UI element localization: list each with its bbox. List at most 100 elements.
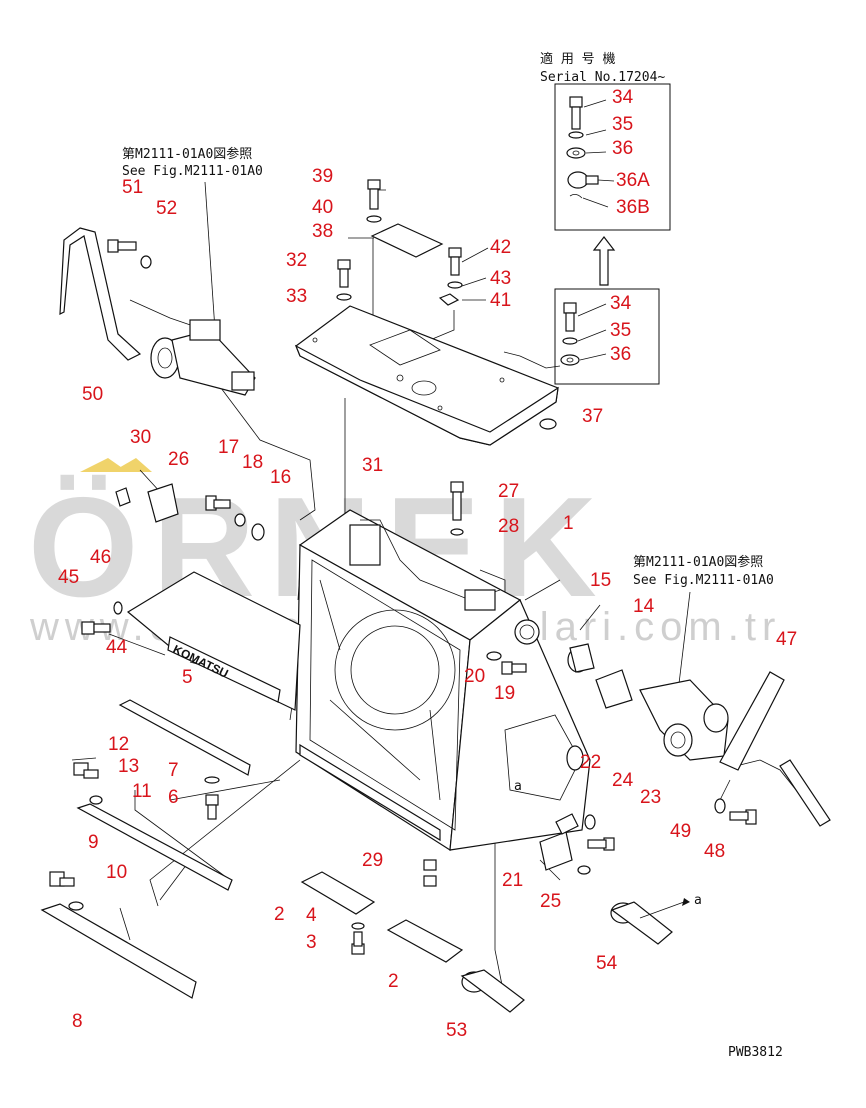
washer-7: [204, 776, 220, 784]
see-fig-right-en: See Fig.M2111-01A0: [633, 573, 774, 588]
bolt-39-shank: [369, 188, 379, 210]
part-label-8: 8: [72, 1011, 83, 1032]
part-label-28: 28: [498, 516, 519, 537]
part-label-10: 10: [106, 862, 127, 883]
bracket-41: [438, 293, 460, 306]
watermark-accent: [80, 458, 128, 472]
bolt-42: [448, 247, 462, 258]
part-label-53: 53: [446, 1020, 467, 1041]
part-label-15: 15: [590, 570, 611, 591]
part-label-22: 22: [580, 752, 601, 773]
part-label-48: 48: [704, 841, 725, 862]
nut-29b: [423, 875, 437, 887]
bolt-32-shank: [339, 268, 349, 288]
washer-46: [113, 601, 123, 615]
part-label-1: 1: [563, 513, 574, 534]
washer-10: [68, 901, 84, 911]
lock-plate: [555, 813, 579, 835]
see-fig-left-jp: 第M2111-01A0図参照: [122, 146, 252, 162]
serial-change-box-new: [554, 83, 671, 231]
bolt-6-shank: [207, 804, 217, 820]
bushing-15-body: [569, 643, 595, 673]
bolt-3-shank: [353, 931, 363, 947]
ring-16: [251, 523, 265, 541]
part-label-11: 11: [132, 781, 152, 802]
part-label-21: 21: [502, 870, 523, 891]
washer-18: [234, 513, 246, 527]
washer-43: [447, 281, 463, 289]
part-label-20: 20: [464, 666, 485, 687]
part-label-34a: 34: [612, 87, 634, 108]
arrow-a-head: [682, 898, 690, 906]
bushing-22: [566, 745, 584, 771]
bolt-19: [501, 661, 513, 675]
bolt-6: [205, 794, 219, 806]
part-label-51: 51: [122, 177, 143, 198]
pin-26: [147, 483, 179, 523]
part-label-41: 41: [490, 290, 511, 311]
part-label-36B: 36B: [616, 197, 650, 218]
part-label-35b: 35: [610, 320, 631, 341]
top-plate: [294, 305, 559, 446]
part-label-19: 19: [494, 683, 515, 704]
pad-2-right: [386, 919, 464, 963]
washer-52: [140, 255, 152, 269]
part-label-37: 37: [582, 406, 603, 427]
part-label-27: 27: [498, 481, 519, 502]
part-label-7: 7: [168, 760, 179, 781]
washer-20: [486, 651, 502, 661]
bolt-45: [81, 621, 95, 635]
bolt-17-shank: [213, 499, 231, 509]
part-label-35a: 35: [612, 114, 633, 135]
washer-33: [336, 293, 352, 301]
axle-support-right: [639, 679, 729, 761]
part-label-45: 45: [58, 567, 79, 588]
arrow-a-leader: [639, 901, 685, 919]
bolt-9-shank: [59, 877, 75, 887]
part-label-36A: 36A: [616, 170, 650, 191]
part-label-25: 25: [540, 891, 561, 912]
part-label-18: 18: [242, 452, 263, 473]
bolt-39: [367, 179, 381, 190]
part-label-30: 30: [130, 427, 151, 448]
bolt-27: [450, 481, 464, 493]
see-fig-left-en: See Fig.M2111-01A0: [122, 164, 263, 179]
bolt-32: [337, 259, 351, 270]
bolt-19-shank: [511, 663, 527, 673]
part-label-52: 52: [156, 198, 177, 219]
part-label-49: 49: [670, 821, 691, 842]
bolt-12-shank: [83, 769, 99, 779]
pin-21: [539, 831, 573, 871]
part-label-5: 5: [182, 667, 193, 688]
part-label-16: 16: [270, 467, 291, 488]
part-label-36a: 36: [612, 138, 633, 159]
watermark-accent-2: [112, 458, 152, 472]
strip-8: [40, 903, 197, 999]
part-label-29: 29: [362, 850, 383, 871]
bolt-51-shank: [117, 241, 137, 251]
main-frame: a: [295, 509, 591, 852]
part-label-24: 24: [612, 770, 634, 791]
washer-4: [351, 922, 365, 930]
pad-2-left: [300, 871, 376, 915]
see-fig-right-jp: 第M2111-01A0図参照: [633, 554, 763, 570]
part-label-50: 50: [82, 384, 103, 405]
washer-24: [584, 814, 596, 830]
washer-40: [366, 215, 382, 223]
bolt-27-shank: [452, 491, 462, 521]
washer-28: [450, 528, 464, 536]
annotation-a-frame: a: [514, 779, 522, 794]
part-label-26: 26: [168, 449, 189, 470]
part-label-2b: 2: [388, 971, 399, 992]
part-label-12: 12: [108, 734, 129, 755]
part-label-13: 13: [118, 756, 139, 777]
part-label-3: 3: [306, 932, 317, 953]
bolt-45-shank: [93, 623, 111, 633]
washer-49: [714, 798, 726, 814]
handrail-47: [719, 671, 831, 827]
strip-5: [118, 699, 251, 776]
part-label-4: 4: [306, 905, 317, 926]
strip-11: [76, 803, 233, 891]
serial-arrow: [592, 236, 616, 286]
